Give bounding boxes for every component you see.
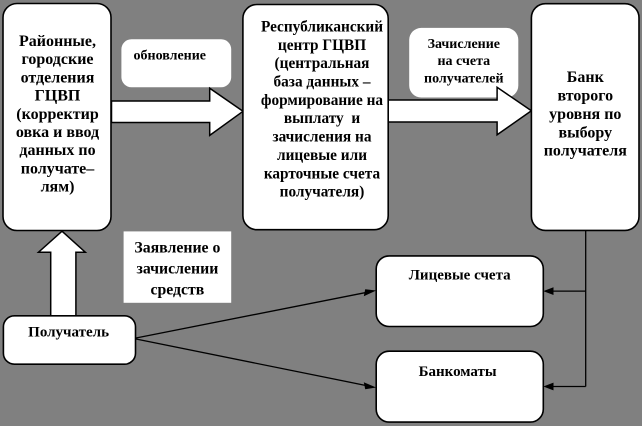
svg-text:Заявление о: Заявление о [134,239,220,256]
svg-text:получателя): получателя) [280,184,365,201]
svg-text:городские: городские [21,51,93,68]
svg-text:центр ГЦВП: центр ГЦВП [278,37,366,54]
svg-text:Банк: Банк [567,69,605,86]
svg-text:уровня по: уровня по [549,106,621,123]
svg-text:зачислении: зачислении [136,261,218,278]
svg-text:второго: второго [557,88,613,105]
svg-text:Зачисление: Зачисление [428,37,500,52]
svg-text:(центральная: (центральная [275,55,370,72]
svg-text:отделения: отделения [21,69,95,86]
svg-text:обновление: обновление [134,48,207,63]
svg-text:зачисления на: зачисления на [273,129,372,146]
svg-text:Районные,: Районные, [19,33,96,50]
svg-text:Получатель: Получатель [28,325,109,341]
svg-text:на счета: на счета [437,54,490,69]
svg-text:лицевые или: лицевые или [277,147,367,164]
svg-text:Республиканский: Республиканский [261,19,383,36]
svg-text:(корректир: (корректир [16,106,99,123]
svg-text:средств: средств [150,281,204,298]
svg-text:получателя: получателя [544,143,628,160]
svg-text:карточные счета: карточные счета [264,165,381,182]
svg-text:Лицевые счета: Лицевые счета [409,267,511,283]
svg-text:выплату и: выплату и [284,110,360,127]
svg-text:получателей: получателей [424,72,504,87]
svg-text:ГЦВП: ГЦВП [35,88,81,105]
svg-text:овка и ввод: овка и ввод [16,124,99,141]
svg-text:лям): лям) [41,179,75,196]
svg-text:база данных –: база данных – [274,74,371,91]
svg-text:формирование на: формирование на [261,92,383,109]
svg-text:Банкоматы: Банкоматы [419,364,497,380]
svg-text:данных по: данных по [19,142,95,159]
svg-text:получате–: получате– [21,160,96,177]
svg-text:выбору: выбору [558,124,612,141]
